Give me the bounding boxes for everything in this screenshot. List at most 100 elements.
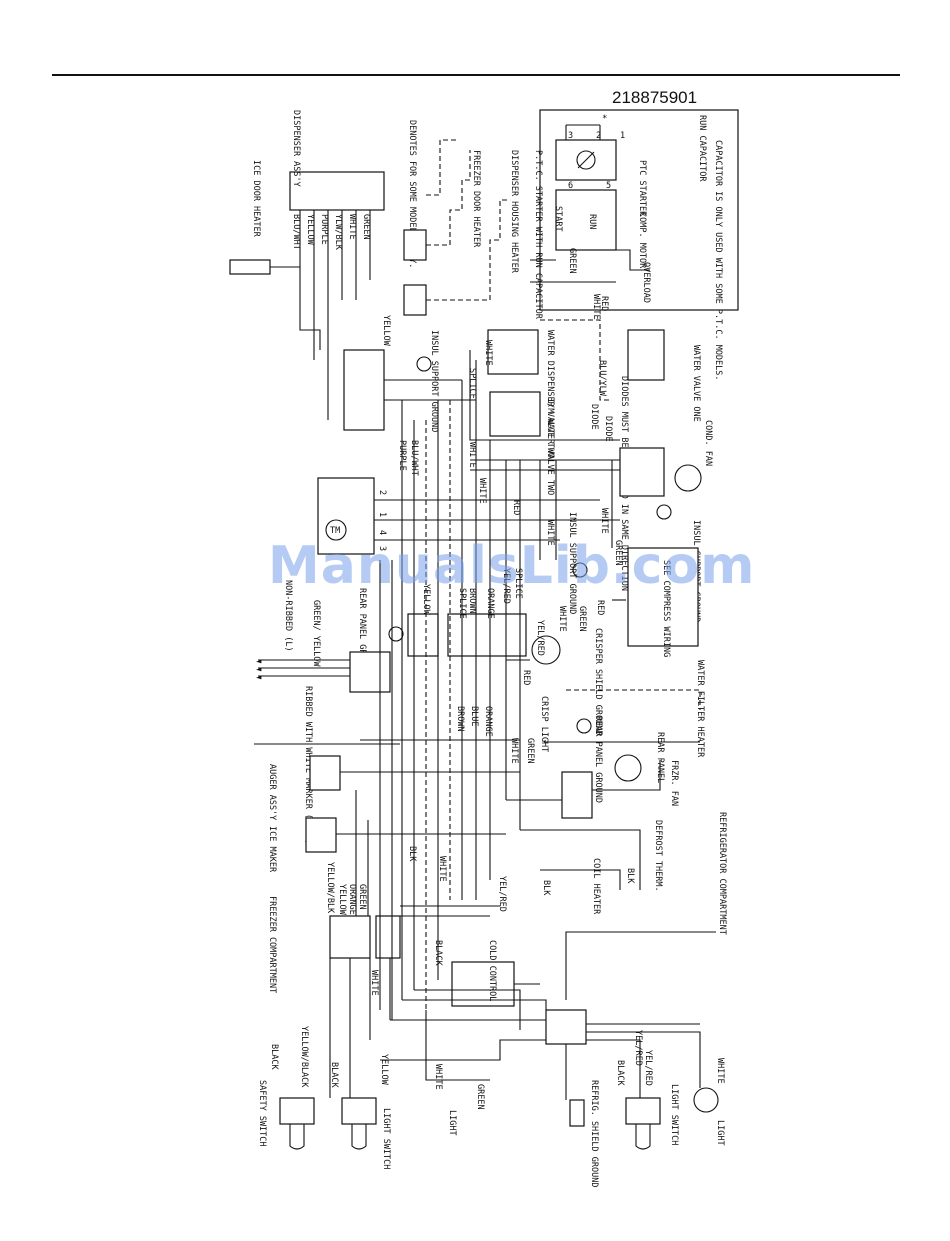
light-switch-left-label: LIGHT SWITCH bbox=[381, 1108, 391, 1169]
wire-black-light: BLACK bbox=[329, 1062, 339, 1088]
wire-purple-top: PURPLE bbox=[319, 214, 329, 245]
timer-motor-label: TM bbox=[330, 526, 340, 536]
ice-door-heater-label: ICE DOOR HEATER bbox=[251, 160, 261, 238]
pin-1: 1 bbox=[620, 131, 625, 141]
pin-6: 6 bbox=[568, 181, 573, 191]
wire-white-cold: WHITE bbox=[369, 970, 379, 996]
wire-green-left: GREEN bbox=[357, 884, 367, 910]
wire-black-safety: BLACK bbox=[269, 1044, 279, 1070]
ptc-thermistor-icon bbox=[576, 150, 596, 170]
timer-pin-1: 1 bbox=[377, 512, 387, 517]
cond-fan-label: COND. FAN bbox=[703, 420, 713, 466]
wire-blu-wht-top: BLU/WHT bbox=[291, 214, 301, 250]
capacitor-note: CAPACITOR IS ONLY USED WITH SOME P.T.C. … bbox=[713, 140, 723, 381]
safety-switch-label: SAFETY SWITCH bbox=[257, 1080, 267, 1147]
wire-white-valve: WHITE bbox=[483, 340, 493, 366]
wire-yel-red-right: YEL/RED bbox=[643, 1050, 653, 1086]
water-valve-one-label: WATER VALVE ONE bbox=[691, 345, 701, 422]
crisper-light-bulb-icon bbox=[531, 635, 561, 665]
wire-white-lower: WHITE bbox=[509, 738, 519, 764]
dispenser-housing-heater-label: DISPENSER HOUSING HEATER bbox=[509, 150, 519, 274]
wire-red-comp: RED bbox=[595, 600, 605, 615]
cold-control-label: COLD CONTROL bbox=[487, 940, 497, 1001]
main-power-connector bbox=[349, 651, 391, 693]
safety-switch bbox=[279, 1097, 315, 1125]
splice-label-3: SPLICE bbox=[513, 568, 523, 599]
denotes-note: DENOTES FOR SOME MODELS ONLY. bbox=[407, 120, 417, 268]
wire-yellow-left: YELLOW bbox=[337, 884, 347, 916]
wire-white-comp: WHITE bbox=[599, 508, 609, 534]
ptc-starter-run-cap-label: P.T.C. STARTER WITH RUN CAPACITOR bbox=[533, 150, 543, 320]
freezer-connector-a bbox=[329, 915, 371, 959]
ice-maker-label: ICE MAKER bbox=[267, 826, 277, 873]
wire-green-crisper: GREEN bbox=[577, 606, 587, 632]
refrig-shield-ground-label: REFRIG. SHIELD GROUND bbox=[589, 1080, 599, 1187]
wire-white-timer: WHITE bbox=[467, 442, 477, 468]
light-switch-right bbox=[625, 1097, 661, 1125]
auger-assy-connector bbox=[309, 755, 341, 791]
plug-prong-1-icon: ◄ bbox=[256, 657, 262, 667]
wire-red-timer: RED bbox=[511, 500, 521, 515]
wire-green-comp: GREEN bbox=[613, 540, 623, 566]
wire-brown-conn: BROWN bbox=[467, 588, 477, 614]
light-switch-right-label: LIGHT SWITCH bbox=[669, 1084, 679, 1145]
wire-white-ice: WHITE bbox=[437, 856, 447, 882]
comp-motor-label: COMP. MOTOR bbox=[637, 212, 647, 269]
wire-orange-left: ORANGE bbox=[347, 884, 357, 915]
ptc-starter-label: PTC STARTER bbox=[637, 160, 647, 217]
timer-pin-3: 3 bbox=[377, 546, 387, 551]
document-number: 218875901 bbox=[612, 88, 698, 107]
refrig-shield-ground-terminal bbox=[569, 1099, 585, 1127]
ice-door-heater-connector bbox=[229, 259, 271, 275]
wire-blk-coil-left: BLK bbox=[541, 880, 551, 896]
insul-support-ground-center: INSUL SUPPORT GROUND bbox=[567, 512, 577, 614]
dispenser-assy-label: DISPENSER ASS'Y bbox=[291, 110, 301, 187]
wire-connector-b bbox=[447, 613, 527, 657]
rear-panel-ground-left-icon bbox=[388, 626, 404, 642]
dispenser-assy-box bbox=[289, 171, 385, 211]
wire-ylw-blk-top: YLW/BLK bbox=[333, 214, 343, 251]
wire-white-center: WHITE bbox=[545, 520, 555, 546]
light-left-label: LIGHT bbox=[447, 1110, 457, 1136]
im-water-valve-two bbox=[489, 391, 541, 437]
bottom-connector bbox=[545, 1009, 587, 1045]
run-capacitor-label: RUN CAPACITOR bbox=[697, 115, 707, 182]
ice-maker-connector bbox=[305, 817, 337, 853]
wire-black-right: BLACK bbox=[615, 1060, 625, 1086]
wire-yellow-top: YELLOW bbox=[305, 214, 315, 246]
wire-white-crisper: WHITE bbox=[557, 606, 567, 632]
frzr-fan-connector bbox=[561, 771, 593, 819]
rear-panel-ground-icon bbox=[576, 718, 592, 734]
asterisk-mark: * bbox=[602, 114, 607, 124]
timer-motor-icon bbox=[325, 519, 347, 541]
wire-white-top: WHITE bbox=[347, 214, 357, 240]
wire-white-horizontal: WHITE bbox=[477, 478, 487, 504]
insul-support-ground-icon-top bbox=[416, 356, 432, 372]
ribbed-label: RIBBED WITH WHITE MARKER (NEU.) bbox=[303, 686, 313, 845]
heater-connector-2 bbox=[403, 284, 427, 316]
wire-white-bottom: WHITE bbox=[433, 1064, 443, 1090]
crisper-shield-ground-label: CRISPER SHIELD GROUND bbox=[593, 628, 603, 735]
im-water-valve-two-label: I/M WATER VALVE TWO bbox=[545, 398, 555, 495]
rear-panel-label: REAR PANEL bbox=[655, 732, 665, 783]
timer-pin-4: 4 bbox=[377, 530, 387, 535]
wire-red-inset: RED bbox=[599, 296, 609, 311]
cond-fan-connector bbox=[619, 447, 665, 497]
wire-orange-lower: ORANGE bbox=[483, 706, 493, 737]
wire-yellow-black: YELLOW/BLACK bbox=[299, 1026, 309, 1088]
see-compress-wiring-label: SEE COMPRESS WIRING bbox=[661, 560, 671, 657]
wire-blue-lower: BLUE bbox=[469, 706, 479, 726]
wire-white-inset: WHITE bbox=[591, 294, 601, 320]
wire-green-yellow: GREEN/ YELLOW bbox=[311, 600, 321, 667]
run-label: RUN bbox=[587, 214, 597, 229]
see-compress-wiring-box bbox=[627, 547, 699, 647]
defrost-timer-box bbox=[317, 477, 375, 555]
freezer-compartment-label: FREEZER COMPARTMENT bbox=[267, 896, 277, 993]
light-right-label: LIGHT bbox=[715, 1120, 725, 1146]
light-bulb-right-icon bbox=[693, 1087, 719, 1113]
pin-2: 2 bbox=[596, 131, 601, 141]
wire-yel-red-bottom: YEL/RED bbox=[633, 1030, 643, 1066]
frzr-fan-label: FRZR. FAN bbox=[669, 760, 679, 806]
heater-connector-1 bbox=[403, 229, 427, 261]
